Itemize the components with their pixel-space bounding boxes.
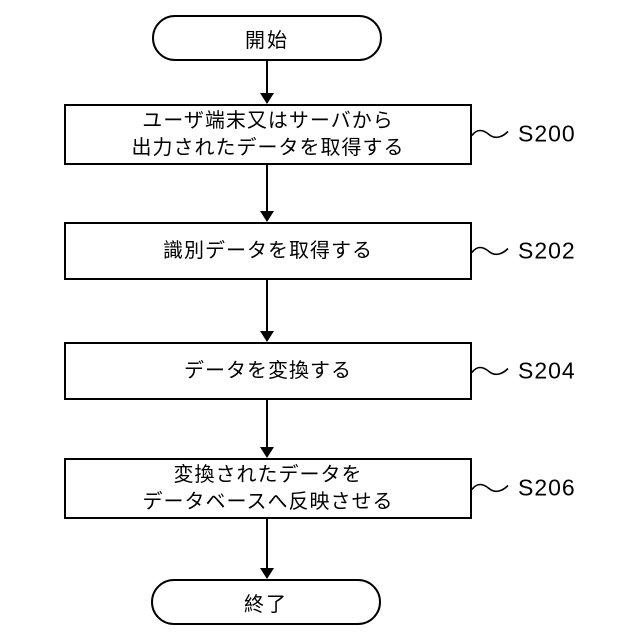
tilde-connector-icon (471, 366, 509, 375)
tilde-connector-icon (471, 483, 509, 492)
arrow-shaft (266, 165, 268, 214)
flow-arrow-s200-to-s202 (259, 165, 275, 222)
tilde-connector-icon (471, 246, 509, 255)
process-text-s202: 識別データを取得する (163, 239, 373, 262)
step-tag-s200: S200 (471, 121, 576, 148)
start-terminal-label: 開始 (245, 29, 289, 52)
start-terminal: 開始 (152, 15, 382, 61)
process-text-s200: ユーザ端末又はサーバから 出力されたデータを取得する (131, 109, 405, 159)
flow-arrow-s202-to-s204 (259, 280, 275, 342)
step-tag-s206: S206 (471, 475, 576, 502)
arrow-shaft (266, 280, 268, 334)
arrow-head-icon (260, 331, 274, 342)
step-tag-label-s206: S206 (518, 474, 576, 501)
process-box-s204: データを変換する (64, 342, 472, 400)
arrow-head-icon (260, 93, 274, 104)
process-text-s206: 変換されたデータを データベースへ反映させる (142, 463, 394, 513)
process-box-s202: 識別データを取得する (64, 222, 472, 280)
flow-arrow-start-to-s200 (259, 61, 275, 104)
flow-arrow-s206-to-end (259, 519, 275, 579)
end-terminal-label: 終了 (244, 593, 288, 616)
arrow-head-icon (260, 211, 274, 222)
step-tag-label-s204: S204 (518, 357, 576, 384)
process-text-s204: データを変換する (184, 359, 352, 382)
arrow-shaft (266, 400, 268, 450)
flow-arrow-s204-to-s206 (259, 400, 275, 458)
arrow-head-icon (260, 568, 274, 579)
process-box-s206: 変換されたデータを データベースへ反映させる (64, 458, 472, 519)
process-box-s200: ユーザ端末又はサーバから 出力されたデータを取得する (64, 104, 472, 165)
step-tag-label-s200: S200 (518, 120, 576, 147)
step-tag-s202: S202 (471, 238, 576, 265)
end-terminal: 終了 (151, 579, 381, 625)
arrow-head-icon (260, 447, 274, 458)
arrow-shaft (266, 519, 268, 571)
step-tag-s204: S204 (471, 358, 576, 385)
step-tag-label-s202: S202 (518, 237, 576, 264)
arrow-shaft (266, 61, 268, 96)
tilde-connector-icon (471, 129, 509, 138)
